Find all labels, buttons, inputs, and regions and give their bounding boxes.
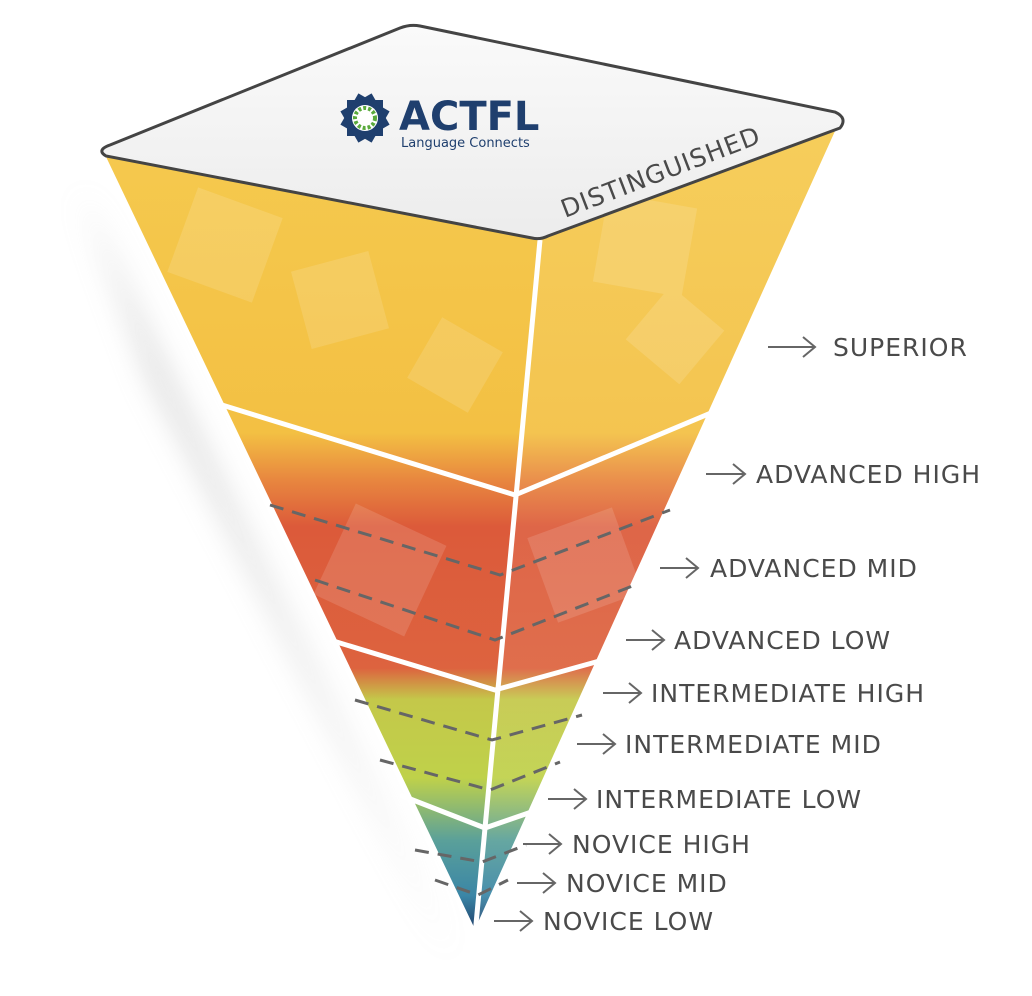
level-label: INTERMEDIATE HIGH (651, 679, 925, 708)
level-superior: SUPERIOR (768, 333, 968, 362)
pyramid-left-face (100, 150, 540, 935)
divider-advanced-high-mid (269, 503, 671, 577)
divider-advanced-mid-low (314, 578, 636, 642)
level-label: ADVANCED LOW (674, 626, 891, 655)
level-label: NOVICE MID (566, 869, 728, 898)
level-advanced-low: ADVANCED LOW (626, 626, 891, 655)
level-advanced-high: ADVANCED HIGH (706, 460, 981, 489)
level-label: ADVANCED HIGH (756, 460, 981, 489)
level-label: SUPERIOR (833, 333, 968, 362)
level-label: ADVANCED MID (710, 554, 918, 583)
divider-advanced-intermediate (329, 637, 604, 693)
logo-wordmark: ACTFL (399, 94, 539, 140)
divider-intermediate-high-mid (354, 698, 583, 742)
level-label: INTERMEDIATE MID (625, 730, 882, 759)
divider-superior-advanced (221, 402, 719, 498)
level-novice-mid: NOVICE MID (517, 869, 728, 898)
level-novice-high: NOVICE HIGH (523, 830, 751, 859)
level-label: NOVICE LOW (543, 907, 714, 936)
level-advanced-mid: ADVANCED MID (660, 554, 918, 583)
level-novice-low: NOVICE LOW (494, 907, 714, 936)
divider-intermediate-novice (399, 792, 544, 831)
pyramid-top-face: ACTFL Language Connects DISTINGUISHED (100, 23, 845, 241)
actfl-logo: ACTFL Language Connects (340, 93, 539, 151)
divider-novice-high-mid (414, 843, 527, 864)
level-label: INTERMEDIATE LOW (596, 785, 862, 814)
center-ridge (472, 239, 543, 936)
pyramid-shadow (80, 190, 455, 960)
level-intermediate-low: INTERMEDIATE LOW (548, 785, 862, 814)
level-labels: SUPERIOR ADVANCED HIGH ADVANCED MID ADVA… (494, 333, 981, 936)
logo-mark-icon (340, 93, 390, 143)
level-intermediate-mid: INTERMEDIATE MID (577, 730, 882, 759)
pattern-overlay (167, 187, 725, 637)
pyramid-body (97, 113, 848, 938)
divider-intermediate-mid-low (379, 758, 561, 792)
logo-tagline: Language Connects (401, 136, 530, 151)
level-label: NOVICE HIGH (572, 830, 751, 859)
level-intermediate-high: INTERMEDIATE HIGH (603, 679, 925, 708)
